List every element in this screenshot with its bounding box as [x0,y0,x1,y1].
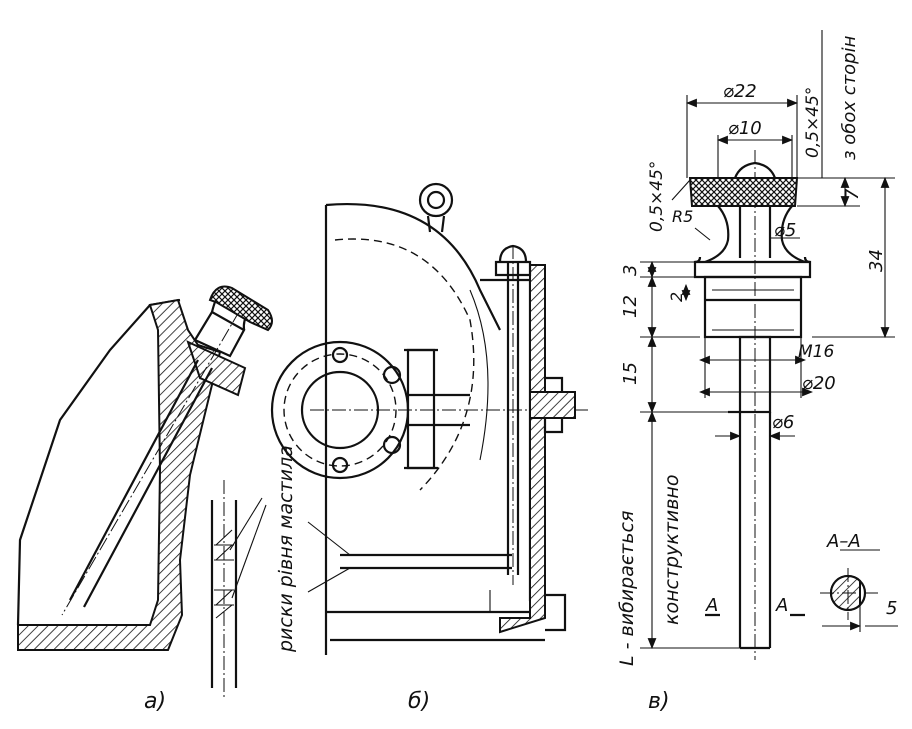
dim-d20: ⌀20 [802,373,836,394]
dim-r5: R5 [672,207,693,226]
dim-h34: 34 [866,249,887,272]
oil-level-marks-label: риски рівня мастила [275,445,297,653]
dim-m16: M16 [798,342,834,362]
dim-d6: ⌀6 [772,412,794,433]
length-note-line2: конструктивно [661,475,683,625]
dim-h3: 3 [620,265,641,276]
section-mark-left: A [705,595,718,616]
section-mark-right: A [775,595,788,616]
caption-view-a: а) [144,689,166,714]
dim-h2: 2 [667,292,686,302]
dim-d10: ⌀10 [728,118,762,139]
dim-chamfer-top: 0,5×45° [803,87,823,158]
dim-d5: ⌀5 [774,220,796,241]
dim-h15: 15 [620,362,641,385]
view-b-gearbox-view [270,182,590,655]
oil-level-marks-detail [210,480,267,700]
caption-view-b: б) [408,689,430,714]
dim-chamfer-left: 0,5×45° [647,161,667,232]
length-note-line1: L - вибирається [616,511,638,666]
section-title: A–A [826,531,861,552]
caption-view-c: в) [648,689,670,714]
dim-h7: 7 [842,188,863,200]
dim-h12: 12 [620,295,641,318]
view-c-dipstick-drawing [640,30,898,660]
note-both-sides: з обох сторін [839,35,860,160]
view-a-housing-section [16,285,273,651]
dim-w5: 5 [886,598,897,619]
dim-d22: ⌀22 [723,81,757,102]
